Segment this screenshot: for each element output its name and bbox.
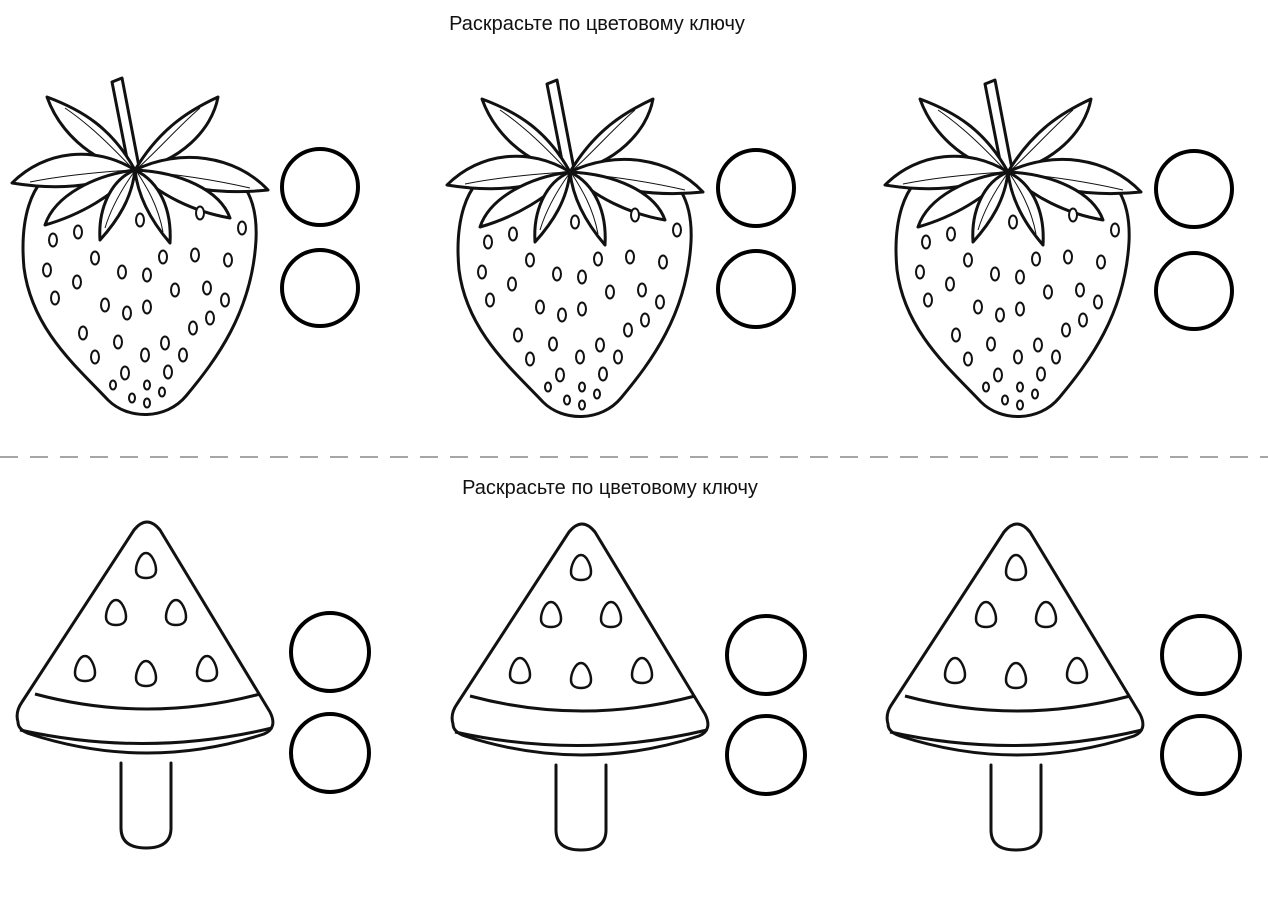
strawberry-2 [445,78,705,419]
color-key-circle [1160,614,1242,696]
color-key-circle [289,611,371,693]
color-key-circle [1154,251,1234,331]
section-title-strawberries: Раскрасьте по цветовому ключу [449,13,745,35]
watermelon-popsicle-3 [885,522,1145,852]
color-key-circle [280,147,360,227]
color-key-circle [289,712,371,794]
section-title-watermelons: Раскрасьте по цветовому ключу [462,477,758,499]
watermelon-popsicle-1 [15,520,275,850]
color-key-circle [725,614,807,696]
color-key-circle [725,714,807,796]
watermelon-popsicle-2 [450,522,710,852]
color-key-circle [716,148,796,228]
strawberry-3 [883,78,1143,419]
strawberry-1 [10,76,270,417]
color-key-circle [1154,149,1234,229]
color-key-circle [1160,714,1242,796]
color-key-circle [716,249,796,329]
color-key-circle [280,248,360,328]
